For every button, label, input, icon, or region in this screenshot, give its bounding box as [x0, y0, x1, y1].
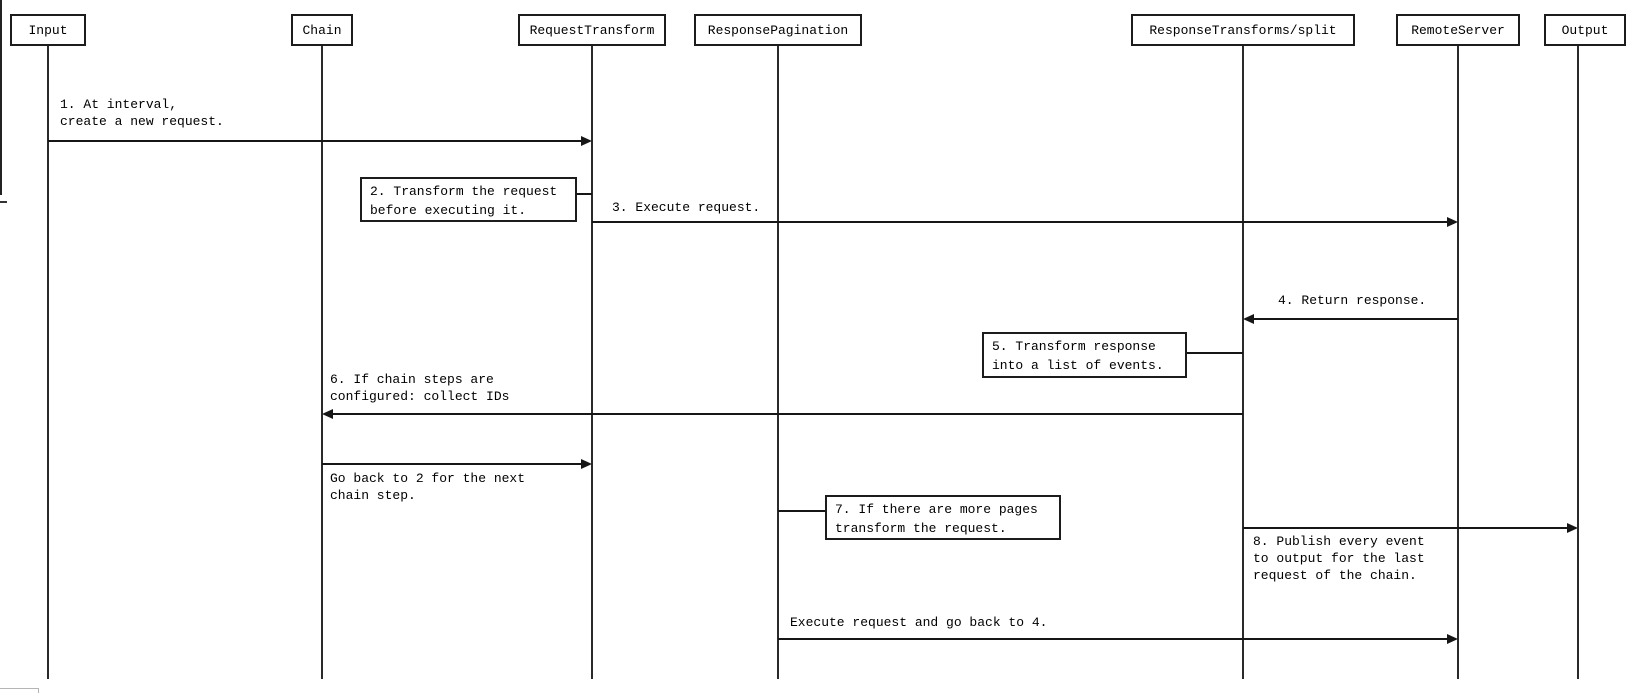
actor-label-remoteserver: RemoteServer	[1411, 22, 1505, 38]
message-label-8: 8. Publish every event to output for the…	[1253, 534, 1425, 583]
arrowhead-left-icon	[322, 408, 333, 419]
message-label-execute: Execute request and go back to 4.	[790, 615, 1048, 630]
arrowhead-right-icon	[581, 135, 592, 146]
note-box-5: 5. Transform response into a list of eve…	[982, 332, 1187, 378]
message-arrow-line-execute	[778, 638, 1449, 640]
window-left-border	[0, 0, 2, 195]
window-left-tick	[0, 201, 7, 203]
message-arrow-line-4	[1252, 318, 1458, 320]
lifeline-responsepagination	[777, 46, 779, 679]
actor-remoteserver: RemoteServer	[1396, 14, 1520, 46]
message-label-3: 3. Execute request.	[612, 200, 761, 215]
arrowhead-right-icon	[581, 458, 592, 469]
lifeline-responsetransforms-split	[1242, 46, 1244, 679]
arrowhead-right-icon	[1447, 216, 1458, 227]
arrowhead-left-icon	[1243, 313, 1254, 324]
lifeline-output	[1577, 46, 1579, 679]
actor-label-chain: Chain	[302, 22, 342, 38]
actor-chain: Chain	[291, 14, 353, 46]
message-arrow-line-8	[1243, 527, 1569, 529]
arrowhead-right-icon	[1567, 522, 1578, 533]
actor-input: Input	[10, 14, 86, 46]
partial-box-bottom-left-corner-edge	[38, 688, 39, 693]
message-label-1: 1. At interval, create a new request.	[60, 97, 224, 129]
lifeline-remoteserver	[1457, 46, 1459, 679]
message-label-4: 4. Return response.	[1278, 293, 1427, 308]
actor-label-output: Output	[1561, 22, 1609, 38]
message-arrow-line-6	[331, 413, 1243, 415]
actor-output: Output	[1544, 14, 1626, 46]
message-arrow-line-1	[48, 140, 583, 142]
note-connector-5	[1187, 352, 1243, 354]
arrowhead-right-icon	[1447, 633, 1458, 644]
actor-label-input: Input	[28, 22, 68, 38]
actor-responsetransforms-split: ResponseTransforms/split	[1131, 14, 1355, 46]
actor-label-responsepagination: ResponsePagination	[707, 22, 849, 38]
message-arrow-line-go-back-2	[322, 463, 583, 465]
lifeline-requesttransform	[591, 46, 593, 679]
actor-responsepagination: ResponsePagination	[694, 14, 862, 46]
lifeline-chain	[321, 46, 323, 679]
partial-box-bottom-left-top-edge	[0, 688, 38, 689]
note-box-2: 2. Transform the request before executin…	[360, 177, 577, 222]
message-label-6: 6. If chain steps are configured: collec…	[330, 372, 510, 404]
actor-requesttransform: RequestTransform	[518, 14, 666, 46]
actor-label-requesttransform: RequestTransform	[529, 22, 655, 38]
note-connector-7	[778, 510, 825, 512]
message-arrow-line-3	[592, 221, 1449, 223]
note-box-7: 7. If there are more pages transform the…	[825, 495, 1061, 540]
note-connector-2	[577, 193, 592, 195]
message-label-go-back-2: Go back to 2 for the next chain step.	[330, 471, 526, 503]
actor-label-responsetransforms-split: ResponseTransforms/split	[1149, 22, 1337, 38]
lifeline-input	[47, 46, 49, 679]
